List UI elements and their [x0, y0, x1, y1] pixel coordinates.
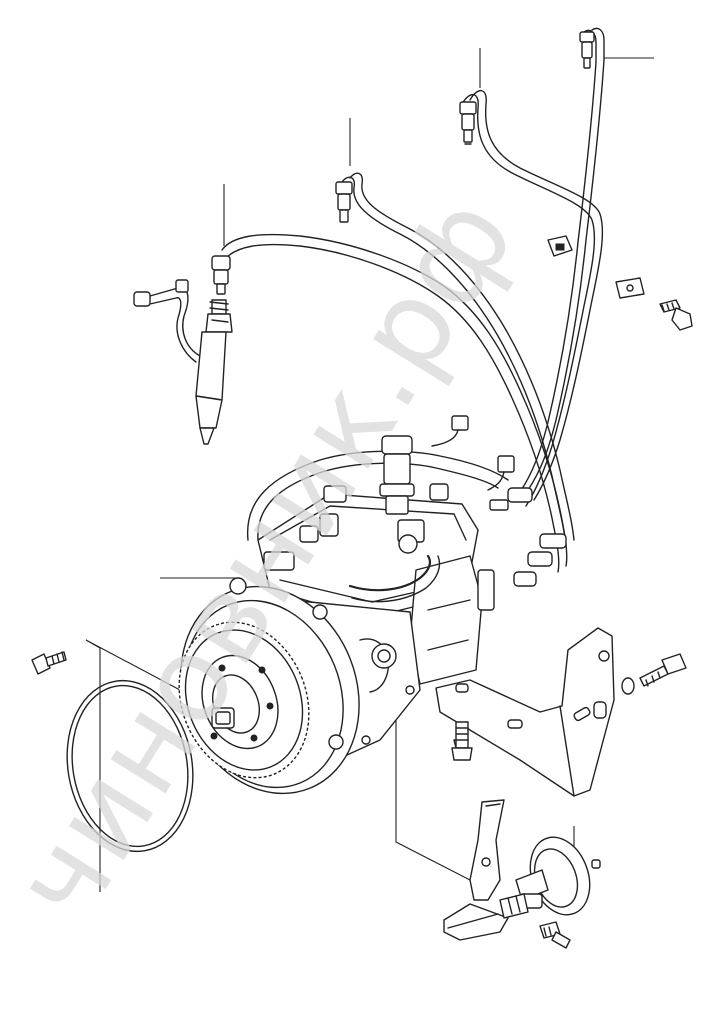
callout-leaders [85, 48, 654, 892]
housing-bolt [31, 651, 67, 675]
mounting-bracket [435, 627, 615, 797]
cold-start-actuator [443, 799, 601, 941]
pipe-clamp-upper [547, 235, 573, 257]
injector-pipe-2-edge [461, 94, 596, 507]
injector-pipe-1 [527, 27, 605, 491]
fitting-top [459, 101, 477, 145]
fuel-hose [348, 554, 431, 592]
pipe-clamp-lower [615, 277, 645, 299]
injector-pipe-4 [221, 233, 568, 567]
pipe-fittings [211, 31, 595, 295]
fitting-middle [335, 181, 353, 223]
injector-pipe-4-edge [223, 243, 560, 573]
o-ring [66, 679, 194, 853]
clamp-bolt [659, 299, 693, 331]
fitting-left [211, 255, 231, 295]
injector-pipe-2 [469, 90, 604, 501]
bracket-bolt-lower [451, 721, 473, 761]
fitting-top-right [579, 31, 595, 69]
leader-actuator [395, 700, 471, 881]
drive-gear [178, 621, 310, 779]
return-pipe-loop [246, 450, 509, 541]
injector-pipe-1-edge [519, 29, 597, 493]
actuator-bolt [539, 921, 571, 949]
bracket-bolt-right [621, 653, 687, 695]
delivery-valves [489, 487, 567, 587]
injector-pipes [221, 27, 605, 573]
injector-nozzle-left [133, 279, 233, 445]
injector-pipe-3 [349, 172, 575, 541]
actuator-lever [469, 799, 505, 901]
leader-o-ring [85, 639, 181, 892]
